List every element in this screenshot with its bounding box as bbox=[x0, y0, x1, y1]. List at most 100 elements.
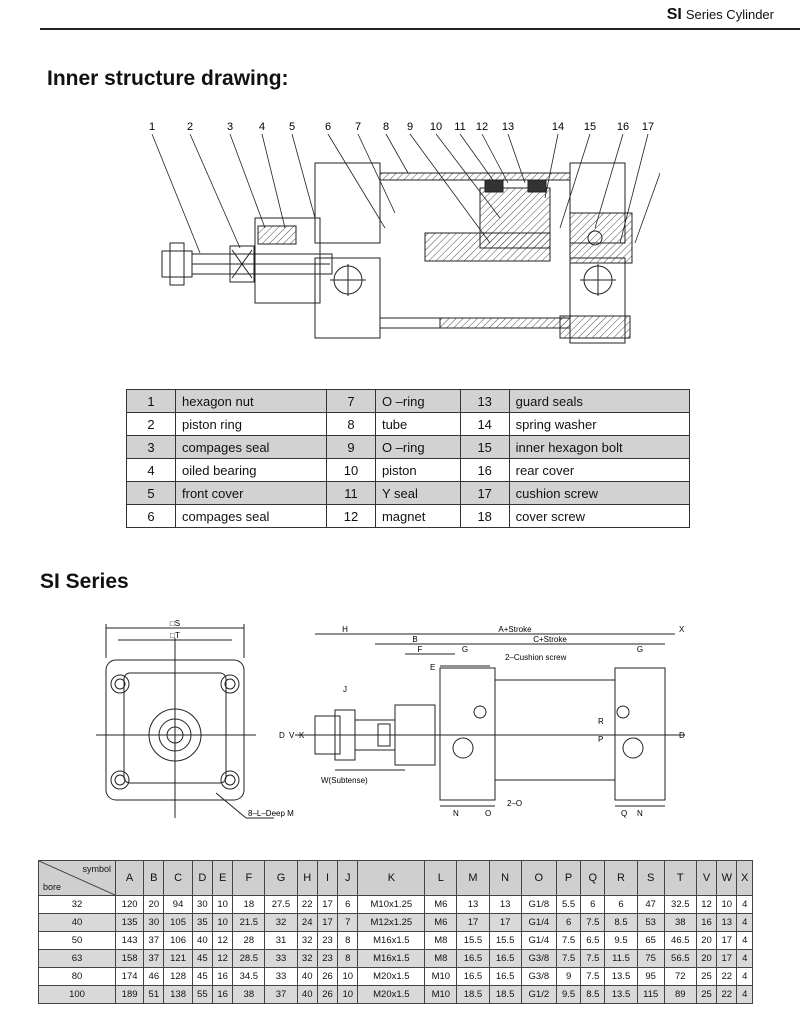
dim-col-header: I bbox=[316, 860, 339, 896]
dim-cell: M6 bbox=[424, 895, 458, 914]
part-number: 8 bbox=[325, 412, 376, 436]
dim-col-header: O bbox=[520, 860, 557, 896]
dim-cell: 37 bbox=[143, 931, 165, 950]
ports-label: 2–O bbox=[507, 799, 522, 808]
dim-cell: 10 bbox=[211, 913, 234, 932]
dim-cell: 32.5 bbox=[663, 895, 697, 914]
callout-14: 14 bbox=[552, 121, 564, 133]
dim-cell: 38 bbox=[663, 913, 697, 932]
callout-2: 2 bbox=[187, 121, 193, 133]
dim-cell: 26 bbox=[316, 985, 339, 1004]
dim-D-right: D bbox=[679, 731, 685, 740]
part-name: rear cover bbox=[508, 458, 691, 482]
dim-col-header: D bbox=[191, 860, 213, 896]
dim-cell: 21.5 bbox=[232, 913, 266, 932]
dim-V: V bbox=[289, 731, 295, 740]
dim-cell: 28 bbox=[232, 931, 266, 950]
dim-cell: 40 bbox=[296, 967, 318, 986]
dim-cell: 8.5 bbox=[580, 985, 606, 1004]
dim-cell: 20 bbox=[695, 949, 718, 968]
dim-R: R bbox=[598, 717, 604, 726]
dim-col-header: F bbox=[232, 860, 266, 896]
dim-col-header: S bbox=[636, 860, 665, 896]
dim-cell: 13 bbox=[716, 913, 738, 932]
dim-cell: 10 bbox=[337, 967, 359, 986]
dim-col-header: X bbox=[736, 860, 753, 896]
dim-cell: 13.5 bbox=[604, 967, 638, 986]
part-name: magnet bbox=[374, 504, 461, 528]
dim-J: J bbox=[343, 685, 347, 694]
dim-cell: 7.5 bbox=[580, 967, 606, 986]
dim-cell: 8.5 bbox=[604, 913, 638, 932]
dim-X: X bbox=[679, 625, 685, 634]
header-rule bbox=[40, 28, 800, 30]
dim-cell: 40 bbox=[296, 985, 318, 1004]
dim-cell: 12 bbox=[211, 949, 234, 968]
dim-cell: 4 bbox=[736, 913, 753, 932]
callout-3: 3 bbox=[227, 121, 233, 133]
inner-structure-drawing: 123456789101112131415161718 bbox=[149, 121, 660, 344]
callout-11: 11 bbox=[454, 121, 465, 133]
dim-S: □S bbox=[170, 619, 180, 628]
dim-col-header: J bbox=[337, 860, 359, 896]
dim-cell: G1/2 bbox=[520, 985, 557, 1004]
dim-cell: 37 bbox=[143, 949, 165, 968]
dim-F: F bbox=[418, 645, 423, 654]
dim-cell: M6 bbox=[424, 913, 458, 932]
dim-cell: 26 bbox=[316, 967, 339, 986]
dim-col-header: M bbox=[456, 860, 490, 896]
dim-cell: 23 bbox=[316, 949, 339, 968]
dim-cell: 28.5 bbox=[232, 949, 266, 968]
dim-cell: 8 bbox=[337, 931, 359, 950]
bore-cell: 63 bbox=[38, 949, 116, 968]
dim-cell: 143 bbox=[114, 931, 145, 950]
callout-16: 16 bbox=[617, 121, 629, 133]
part-number: 10 bbox=[325, 458, 376, 482]
dim-col-header: V bbox=[695, 860, 718, 896]
dim-D-left: D bbox=[279, 731, 285, 740]
dim-cell: 4 bbox=[736, 931, 753, 950]
dim-col-header: G bbox=[264, 860, 298, 896]
dim-cell: M16x1.5 bbox=[357, 931, 426, 950]
dim-cell: 34.5 bbox=[232, 967, 266, 986]
part-name: piston bbox=[374, 458, 461, 482]
part-name: front cover bbox=[175, 481, 327, 505]
dim-cell: 16.5 bbox=[488, 967, 522, 986]
dim-col-header: P bbox=[555, 860, 582, 896]
dim-cell: 10 bbox=[337, 985, 359, 1004]
part-name: inner hexagon bolt bbox=[508, 435, 691, 459]
dim-cell: 35 bbox=[191, 913, 213, 932]
dim-A-stroke: A+Stroke bbox=[498, 625, 532, 634]
part-number: 17 bbox=[459, 481, 510, 505]
dim-cell: 53 bbox=[636, 913, 665, 932]
dim-E: E bbox=[430, 663, 435, 672]
dim-cell: 8 bbox=[337, 949, 359, 968]
dim-cell: 17 bbox=[316, 913, 339, 932]
dim-cell: 6 bbox=[555, 913, 582, 932]
dim-cell: 13 bbox=[488, 895, 522, 914]
si-series-title: SI Series bbox=[40, 570, 129, 593]
dim-cell: 5.5 bbox=[555, 895, 582, 914]
part-number: 5 bbox=[126, 481, 176, 505]
part-number: 14 bbox=[459, 412, 510, 436]
dim-cell: 158 bbox=[114, 949, 145, 968]
dim-cell: 40 bbox=[191, 931, 213, 950]
dim-cell: M20x1.5 bbox=[357, 985, 426, 1004]
dim-col-header: H bbox=[296, 860, 318, 896]
cushion-screw-label: 2–Cushion screw bbox=[505, 653, 567, 662]
dim-cell: 16 bbox=[211, 967, 234, 986]
dim-cell: 120 bbox=[114, 895, 145, 914]
dim-cell: 22 bbox=[716, 967, 738, 986]
dim-cell: 15.5 bbox=[488, 931, 522, 950]
dim-cell: 32 bbox=[264, 913, 298, 932]
dim-T: □T bbox=[170, 631, 180, 640]
dim-cell: 16.5 bbox=[456, 967, 490, 986]
